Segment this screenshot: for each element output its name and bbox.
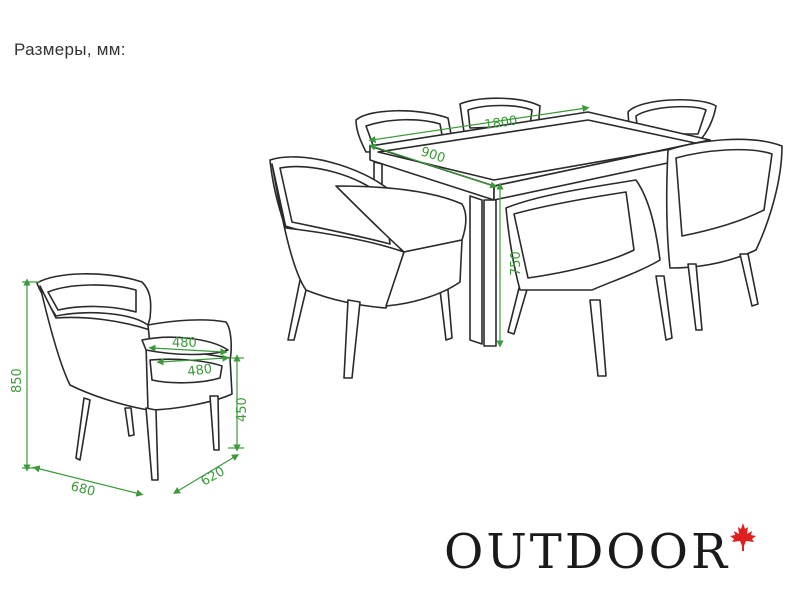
seat-width-label: 480 [172, 336, 197, 351]
armchair-dimensions [22, 278, 244, 497]
chair-depth-label: 620 [199, 464, 228, 489]
brand-name: OUTDOOR [444, 524, 731, 580]
table-height-label: 750 [509, 251, 524, 276]
seat-height-label: 450 [235, 397, 250, 422]
maple-leaf-icon [730, 523, 757, 551]
table-width-label: 900 [419, 145, 447, 167]
front-left-chair [269, 156, 467, 379]
dining-set [269, 97, 783, 379]
chair-height-label: 850 [10, 368, 25, 393]
table-length-label: 1800 [483, 114, 518, 133]
page-title: Размеры, мм: [14, 40, 126, 59]
chair-width-label: 680 [69, 479, 97, 500]
seat-depth-label: 480 [186, 362, 213, 380]
brand-logo: OUTDOOR [444, 523, 758, 580]
table-dimensions [368, 104, 590, 348]
front-right-chair [505, 138, 783, 377]
